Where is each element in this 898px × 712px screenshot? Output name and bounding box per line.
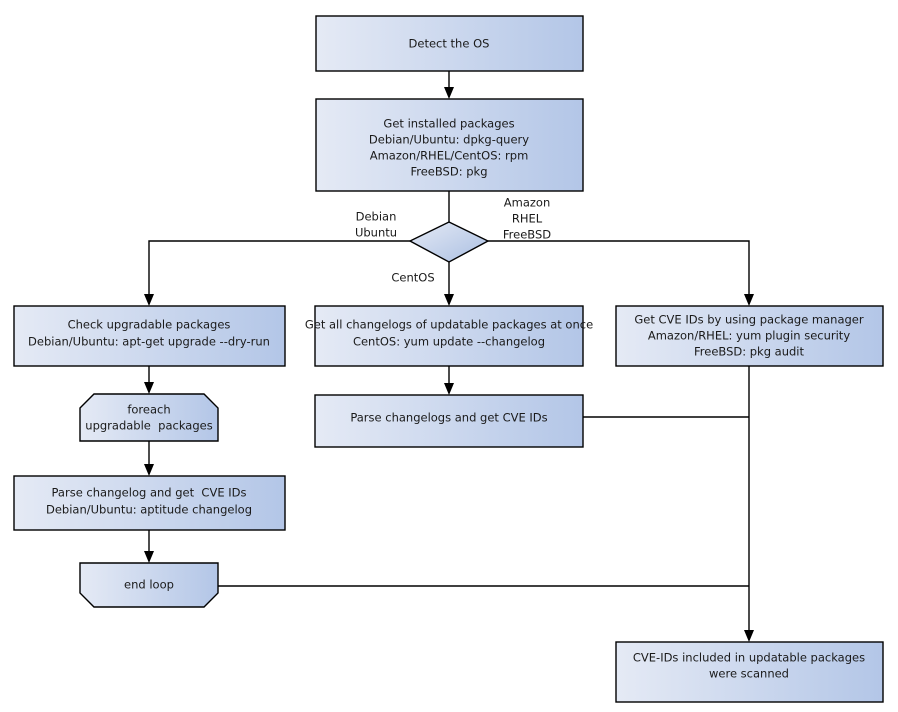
node-parse-changelog-debian[interactable]: Parse changelog and get CVE IDs Debian/U… bbox=[13, 475, 286, 531]
node-os-decision-diamond[interactable] bbox=[408, 221, 490, 263]
node-parse-changelogs-centos-line-0: Parse changelogs and get CVE IDs bbox=[350, 411, 547, 425]
node-get-all-changelogs[interactable]: Get all changelogs of updatable packages… bbox=[305, 305, 593, 367]
edge-label-centos: CentOS bbox=[391, 271, 434, 285]
node-get-cve-package-manager[interactable]: Get CVE IDs by using package manager Ama… bbox=[615, 305, 884, 367]
edge-label-rhel-line-0: Amazon bbox=[504, 196, 550, 210]
connector-trunk-to-result bbox=[744, 366, 754, 642]
connector-decision-debian bbox=[144, 240, 410, 306]
node-get-cve-pkg-line-0: Get CVE IDs by using package manager bbox=[634, 313, 864, 327]
node-detect-os-line-0: Detect the OS bbox=[409, 37, 490, 51]
connector-foreach-to-parse bbox=[144, 441, 154, 476]
node-foreach-line-0: foreach bbox=[127, 403, 170, 417]
connector-parse-to-endloop bbox=[144, 530, 154, 563]
edge-label-rhel-line-1: RHEL bbox=[512, 212, 543, 226]
node-end-loop-line-0: end loop bbox=[124, 578, 174, 592]
connector-decision-centos bbox=[444, 262, 454, 306]
edge-label-debian-line-0: Debian bbox=[356, 210, 397, 224]
node-get-installed-packages[interactable]: Get installed packages Debian/Ubuntu: dp… bbox=[315, 98, 584, 192]
node-get-installed-packages-line-1: Debian/Ubuntu: dpkg-query bbox=[369, 133, 529, 147]
node-check-upgradable-line-1: Debian/Ubuntu: apt-get upgrade --dry-run bbox=[28, 335, 270, 349]
node-detect-os[interactable]: Detect the OS bbox=[315, 15, 584, 72]
node-parse-changelog-deb-line-1: Debian/Ubuntu: aptitude changelog bbox=[46, 503, 252, 517]
node-get-all-changelogs-line-0: Get all changelogs of updatable packages… bbox=[305, 318, 593, 332]
connector-decision-rhel bbox=[488, 240, 754, 306]
node-get-installed-packages-line-0: Get installed packages bbox=[383, 117, 514, 131]
connector-detect-to-packages bbox=[444, 71, 454, 99]
node-parse-changelog-deb-line-0: Parse changelog and get CVE IDs bbox=[52, 486, 247, 500]
node-scanned-result-line-0: CVE-IDs included in updatable packages bbox=[633, 651, 865, 665]
node-get-cve-pkg-line-2: FreeBSD: pkg audit bbox=[694, 345, 805, 359]
connector-check-to-foreach bbox=[144, 366, 154, 394]
edge-label-debian-ubuntu: Debian Ubuntu bbox=[355, 210, 397, 240]
node-parse-changelogs-centos[interactable]: Parse changelogs and get CVE IDs bbox=[314, 394, 584, 448]
node-foreach-line-1: upgradable packages bbox=[85, 419, 212, 433]
node-scanned-result-line-1: were scanned bbox=[709, 667, 789, 681]
node-get-installed-packages-line-2: Amazon/RHEL/CentOS: rpm bbox=[370, 149, 529, 163]
node-get-installed-packages-line-3: FreeBSD: pkg bbox=[410, 165, 487, 179]
node-scanned-result[interactable]: CVE-IDs included in updatable packages w… bbox=[615, 641, 884, 703]
edge-label-rhel-line-2: FreeBSD bbox=[503, 228, 551, 242]
node-foreach-loop-start[interactable]: foreach upgradable packages bbox=[79, 393, 219, 442]
node-end-loop[interactable]: end loop bbox=[79, 562, 219, 608]
node-get-all-changelogs-line-1: CentOS: yum update --changelog bbox=[353, 335, 545, 349]
node-check-upgradable-line-0: Check upgradable packages bbox=[68, 318, 231, 332]
connector-changelogs-to-parse bbox=[444, 366, 454, 395]
edge-label-amazon-rhel-freebsd: Amazon RHEL FreeBSD bbox=[503, 196, 551, 242]
edge-label-centos-line-0: CentOS bbox=[391, 271, 434, 285]
node-get-cve-pkg-line-1: Amazon/RHEL: yum plugin security bbox=[648, 329, 850, 343]
node-check-upgradable[interactable]: Check upgradable packages Debian/Ubuntu:… bbox=[13, 305, 286, 367]
edge-label-debian-line-1: Ubuntu bbox=[355, 226, 397, 240]
